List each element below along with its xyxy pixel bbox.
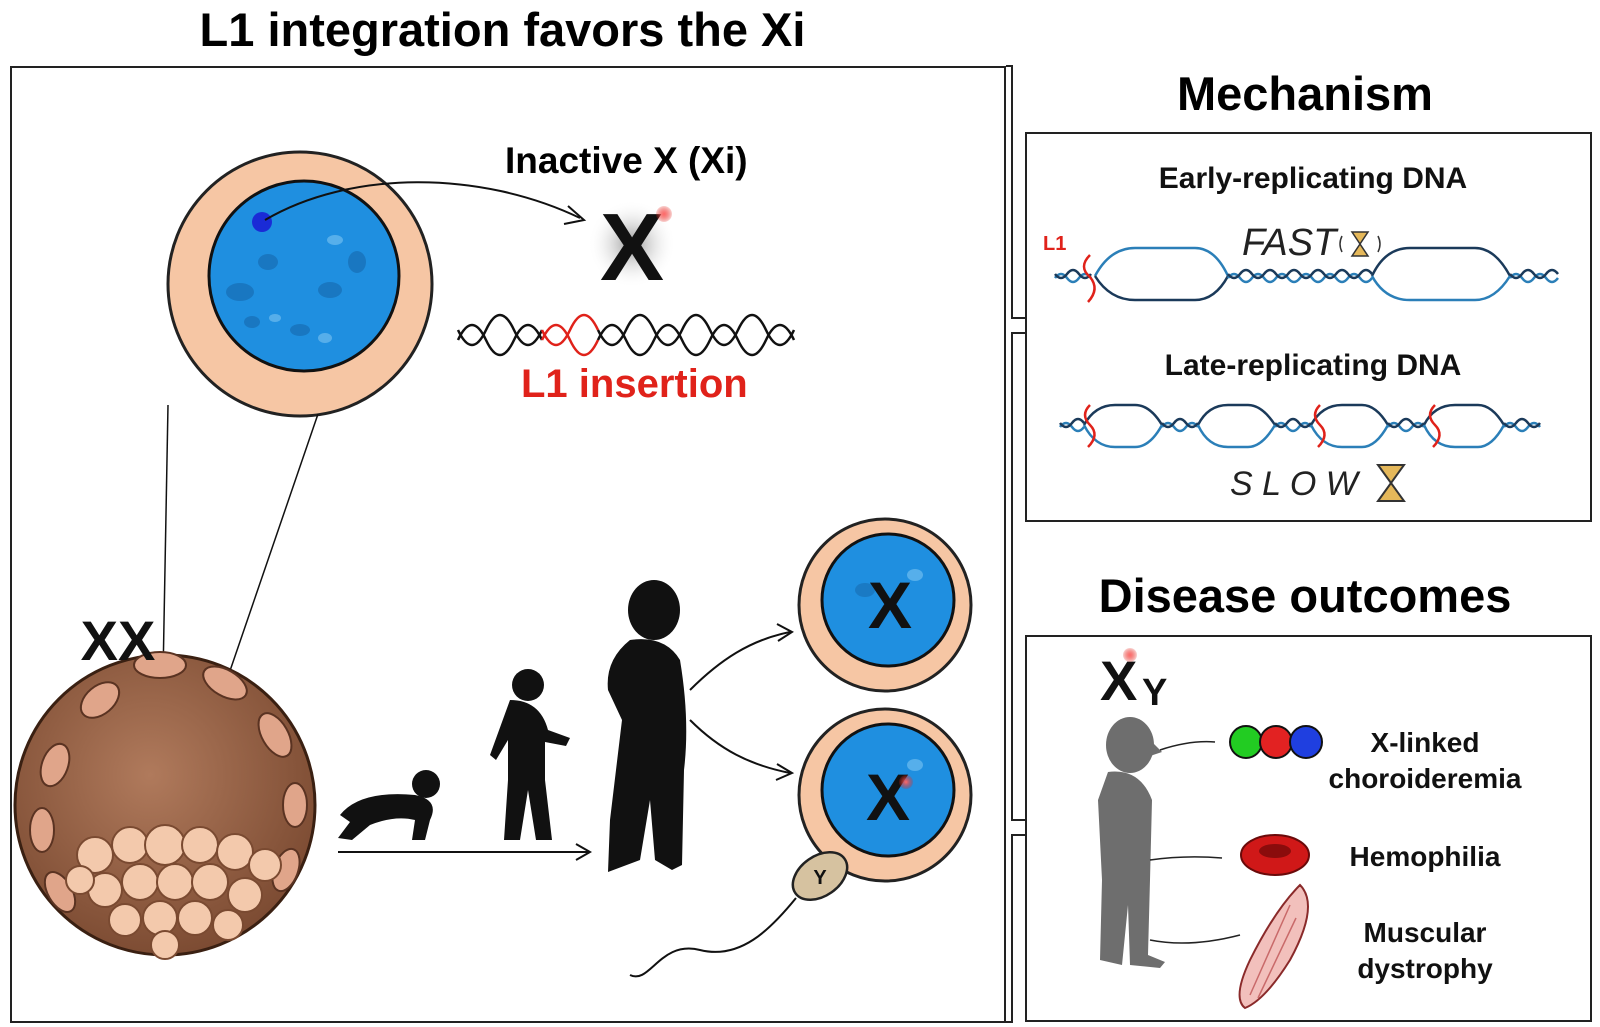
sperm-y-letter: Y: [813, 867, 827, 889]
outcome-3-line1: Muscular: [1364, 917, 1487, 948]
late-replication-bubbles: [1059, 403, 1541, 449]
l1-focus-dot: [252, 212, 272, 232]
xy-genotype: X Y: [1100, 648, 1167, 714]
inactive-x-letter: X: [600, 194, 664, 301]
late-replicating-label: Late-replicating DNA: [1165, 349, 1462, 382]
arrow-to-cell-top: [689, 631, 791, 691]
l1-tag-label: L1: [1043, 233, 1066, 255]
disease-outcomes-title: Disease outcomes: [1098, 569, 1512, 622]
cell-x-with-l1: X: [797, 707, 973, 883]
outcome-2: Hemophilia: [1350, 841, 1501, 872]
cell-x-letter: X: [868, 568, 912, 642]
genotype-y: Y: [1142, 672, 1167, 714]
early-replication-bubbles: [1054, 246, 1559, 303]
genotype-xx-label: XX: [81, 609, 156, 672]
hourglass-slow-icon: [1376, 464, 1406, 502]
slow-label: S L O W: [1230, 465, 1361, 503]
disease-outcomes-panel: [1025, 635, 1592, 1022]
main-title: L1 integration favors the Xi: [199, 3, 806, 56]
arrow-to-cell-bottom: [689, 719, 791, 774]
outcome-1-line2: choroideremia: [1329, 763, 1522, 794]
sperm-y: Y: [629, 850, 849, 978]
red-blood-cell-icon: [1240, 834, 1310, 876]
baby-silhouette: [338, 770, 440, 840]
cell-xi-letter: X: [866, 760, 910, 834]
inactive-x-chromosome: X: [600, 194, 664, 301]
early-replicating-label: Early-replicating DNA: [1159, 162, 1467, 195]
cell-normal-x: X: [797, 517, 973, 693]
inactive-x-label: Inactive X (Xi): [505, 140, 748, 181]
mechanism-title: Mechanism: [1177, 67, 1433, 120]
muscle-icon: [1238, 883, 1309, 1010]
dna-helix-insertion: [456, 313, 796, 357]
outcome-1-line1: X-linked: [1371, 727, 1480, 758]
blastocyst-embryo: [13, 651, 317, 960]
l1-site-red-dot: [656, 206, 672, 222]
toddler-silhouette: [490, 669, 570, 840]
outcome-3-line2: dystrophy: [1357, 953, 1493, 984]
magnified-cell: [166, 150, 434, 418]
cone-cells-icon: [1229, 725, 1323, 759]
arrow-to-xi: [264, 181, 581, 221]
child-silhouette: [607, 580, 687, 872]
fast-label: FAST: [1242, 222, 1339, 264]
mechanism-panel: [1025, 132, 1592, 522]
panel-brackets: [1006, 65, 1025, 1023]
l1-insertion-label: L1 insertion: [521, 362, 748, 406]
main-panel: [10, 66, 1006, 1023]
boy-silhouette: [1098, 717, 1165, 968]
hourglass-fast-icon: [1339, 231, 1381, 257]
